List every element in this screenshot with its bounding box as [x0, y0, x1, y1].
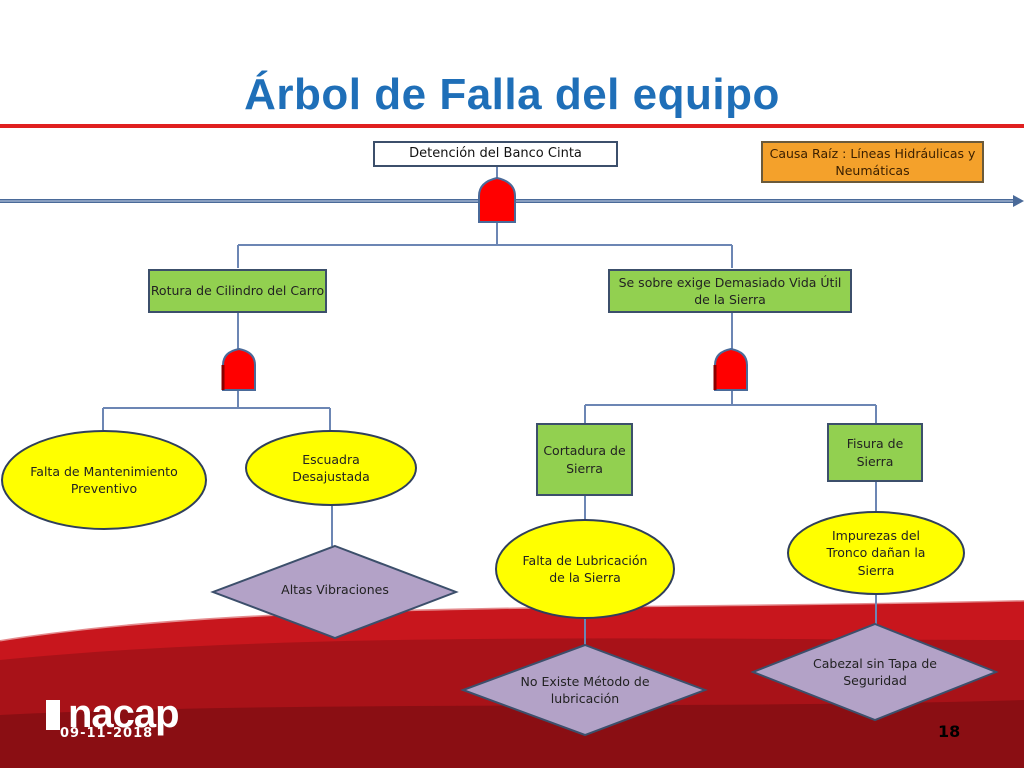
label-impurezas-tronco: Impurezas del Tronco dañan la Sierra [826, 527, 926, 578]
rect-fisura-sierra: Fisura de Sierra [827, 423, 923, 482]
title-underline [0, 124, 1024, 128]
footer-red-band-base [0, 700, 1024, 768]
connectors [102, 166, 877, 645]
page-title: Árbol de Falla del equipo [244, 70, 780, 119]
page-number: 18 [938, 722, 961, 741]
footer-white-stroke [0, 598, 1024, 642]
oval-falta-mantenimiento [1, 430, 207, 530]
diamond-no-existe-metodo [460, 643, 708, 737]
branch-sobre-exige-sierra: Se sobre exige Demasiado Vida Útil de la… [608, 269, 852, 313]
or-gate-icon-right [713, 347, 748, 391]
or-gate-icon-top [478, 176, 516, 223]
oval-escuadra-desajustada [245, 430, 417, 506]
footer-date: 09-11-2018 [60, 726, 154, 741]
root-cause-box: Causa Raíz : Líneas Hidráulicas y Neumát… [761, 141, 984, 183]
label-cabezal-sin-tapa: Cabezal sin Tapa de Seguridad [813, 655, 937, 689]
oval-falta-lubricacion [495, 519, 675, 619]
label-no-existe-metodo: No Existe Método de lubricación [520, 673, 650, 707]
inacap-logo-text: nacap [68, 692, 180, 736]
label-escuadra-desajustada: Escuadra Desajustada [292, 451, 370, 485]
diamond-cabezal-sin-tapa [750, 622, 999, 722]
oval-impurezas [787, 511, 965, 595]
branch-rotura-cilindro: Rotura de Cilindro del Carro [148, 269, 327, 313]
top-event-box: Detención del Banco Cinta [373, 141, 618, 167]
label-altas-vibraciones: Altas Vibraciones [281, 582, 389, 598]
timeline-arrow-head-icon [1013, 195, 1024, 207]
inacap-logo-icon [46, 700, 60, 730]
or-gate-icon-left [221, 347, 256, 391]
label-falta-mantenimiento: Falta de Mantenimiento Preventivo [30, 463, 178, 497]
rect-cortadura-sierra: Cortadura de Sierra [536, 423, 633, 496]
diamond-altas-vibraciones [210, 544, 459, 640]
label-falta-lubricacion: Falta de Lubricación de la Sierra [522, 552, 648, 586]
